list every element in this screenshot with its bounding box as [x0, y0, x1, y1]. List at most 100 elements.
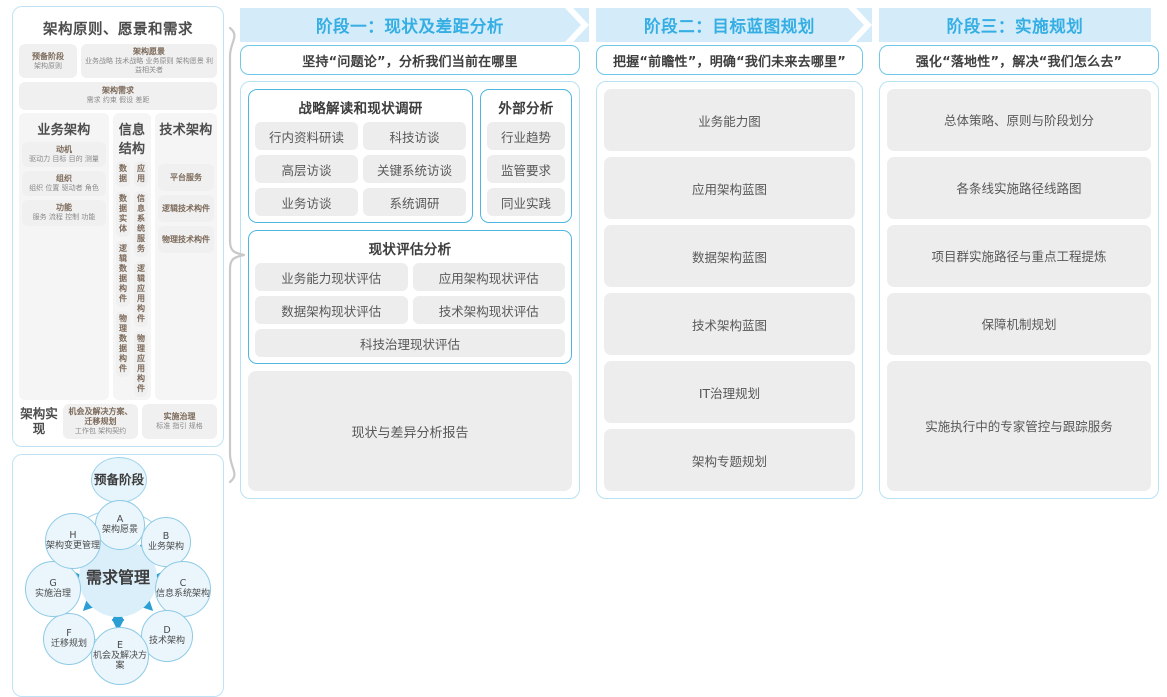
- togaf-bottom-label: 架构实现: [20, 406, 58, 436]
- chip[interactable]: 监管要求: [487, 155, 565, 183]
- phase-3-body: 总体策略、原则与阶段划分 各条线实施路径线路图 项目群实施路径与重点工程提炼 保…: [879, 81, 1159, 499]
- phase-1-report[interactable]: 现状与差异分析报告: [248, 371, 572, 491]
- list-item[interactable]: 数据架构蓝图: [604, 225, 855, 287]
- node-label: 业务架构: [147, 542, 184, 553]
- cell-head: 数据实体: [119, 194, 127, 234]
- cell-head: 组织: [56, 174, 72, 184]
- togaf-title: 架构原则、愿景和需求: [43, 22, 193, 38]
- chip[interactable]: 关键系统访谈: [363, 155, 466, 183]
- adm-node-f[interactable]: F 迁移规划: [43, 613, 95, 666]
- list-item[interactable]: 应用架构蓝图: [604, 157, 855, 219]
- chip[interactable]: 技术架构现状评估: [412, 296, 565, 324]
- adm-node-c[interactable]: C 信息系统架构: [155, 561, 211, 618]
- togaf-cell: 信息系统服务: [134, 191, 148, 258]
- phase-1-header-wrap: 阶段一：现状及差距分析: [240, 0, 595, 42]
- list-item[interactable]: 业务能力图: [604, 89, 855, 151]
- node-label: 技术架构: [148, 636, 185, 647]
- phase-1-row-top: 战略解读和现状调研 行内资料研读 科技访谈 高层访谈 关键系统访谈 业务访谈 系…: [248, 89, 572, 223]
- phase-1-chevron-icon: [565, 8, 595, 42]
- node-label: 需求管理: [85, 567, 150, 587]
- phase-2-header[interactable]: 阶段二：目标蓝图规划: [596, 8, 863, 42]
- cell-sub: 服务 流程 控制 功能: [32, 213, 96, 222]
- phase-2-header-wrap: 阶段二：目标蓝图规划: [596, 0, 878, 42]
- node-label: 预备阶段: [93, 472, 144, 488]
- cell-head: 预备阶段: [32, 51, 64, 61]
- card-strategy-chips: 行内资料研读 科技访谈 高层访谈 关键系统访谈 业务访谈 系统调研: [255, 122, 466, 216]
- chip[interactable]: 行内资料研读: [255, 122, 358, 150]
- list-item[interactable]: 各条线实施路径线路图: [887, 156, 1151, 219]
- togaf-cell: 数据: [116, 161, 130, 188]
- card-external-chips: 行业趋势 监管要求 同业实践: [487, 122, 565, 216]
- chip[interactable]: 业务能力现状评估: [255, 263, 408, 291]
- node-label: 架构变更管理: [46, 541, 101, 552]
- adm-node-h[interactable]: H 架构变更管理: [45, 513, 101, 570]
- diagram-root: 架构原则、愿景和需求 预备阶段 架构原则 架构愿景 业务战略 技术战略 业务原则…: [12, 0, 1159, 697]
- node-label: 实施治理: [34, 589, 71, 600]
- external-analysis-wrap: 外部分析 行业趋势 监管要求 同业实践: [480, 89, 572, 223]
- node-key: G: [49, 578, 57, 590]
- chip[interactable]: 同业实践: [487, 188, 565, 216]
- cell-sub: 架构原则: [34, 61, 62, 70]
- cell-head: 逻辑技术构件: [162, 203, 210, 213]
- list-item[interactable]: 架构专题规划: [604, 429, 855, 491]
- cell-head: 逻辑数据构件: [119, 244, 127, 304]
- togaf-cell-vision: 架构愿景 业务战略 技术战略 业务原则 架构愿景 利益相关者: [81, 44, 217, 79]
- list-item[interactable]: 总体策略、原则与阶段划分: [887, 89, 1151, 151]
- phase-3-header-label: 阶段三：实施规划: [946, 17, 1084, 36]
- togaf-cell: 物理数据构件: [116, 311, 130, 378]
- list-item[interactable]: 实施执行中的专家管控与跟踪服务: [887, 360, 1151, 491]
- cell-head: 实施治理: [163, 412, 196, 422]
- chip[interactable]: 业务访谈: [255, 188, 358, 216]
- phase-1-header-label: 阶段一：现状及差距分析: [315, 17, 505, 36]
- node-key: H: [69, 530, 77, 542]
- adm-node-g[interactable]: G 实施治理: [25, 561, 81, 618]
- chip[interactable]: 科技访谈: [363, 122, 466, 150]
- col-head: 技术架构: [159, 123, 213, 139]
- card-title: 战略解读和现状调研: [298, 101, 423, 117]
- strategy-research-wrap: 战略解读和现状调研 行内资料研读 科技访谈 高层访谈 关键系统访谈 业务访谈 系…: [248, 89, 473, 223]
- chip[interactable]: 应用架构现状评估: [412, 263, 565, 291]
- togaf-cell: 物理应用构件: [134, 331, 148, 398]
- togaf-bottom-row: 架构实现 机会及解决方案、迁移规划 工作包 架构契约 实施治理 标准 指引 规格: [19, 404, 217, 440]
- phase-1-header[interactable]: 阶段一：现状及差距分析: [240, 8, 580, 42]
- list-item[interactable]: 项目群实施路径与重点工程提炼: [887, 224, 1151, 287]
- card-current-state-assessment: 现状评估分析 业务能力现状评估 应用架构现状评估 数据架构现状评估 技术架构现状…: [248, 230, 572, 364]
- node-label: 信息系统架构: [156, 589, 211, 600]
- brace-connector-icon: [228, 26, 246, 484]
- adm-cycle-panel: 预备阶段 需求管理 A 架构愿景 B 业务架构 C 信息系统架构 D 技术架构: [12, 454, 224, 697]
- togaf-cell: 动机 驱动力 目标 目的 测量: [22, 142, 106, 168]
- node-key: A: [116, 514, 124, 526]
- adm-node-e[interactable]: E 机会及解决方案: [91, 627, 149, 686]
- togaf-cell: 平台服务: [158, 164, 214, 192]
- card-strategy-research: 战略解读和现状调研 行内资料研读 科技访谈 高层访谈 关键系统访谈 业务访谈 系…: [248, 89, 473, 223]
- phase-2-subtitle: 把握“前瞻性”，明确“我们未来去哪里”: [596, 45, 863, 75]
- togaf-cell: 物理技术构件: [158, 226, 214, 254]
- chip[interactable]: 行业趋势: [487, 122, 565, 150]
- list-item[interactable]: 技术架构蓝图: [604, 293, 855, 355]
- cell-head: 物理技术构件: [162, 234, 210, 244]
- node-key: C: [179, 578, 187, 590]
- phase-3-subtitle: 强化“落地性”，解决“我们怎么去”: [879, 45, 1159, 75]
- phase-2: 阶段二：目标蓝图规划 把握“前瞻性”，明确“我们未来去哪里” 业务能力图 应用架…: [588, 0, 878, 499]
- list-item[interactable]: 保障机制规划: [887, 292, 1151, 355]
- cell-sub: 需求 约束 假设 差距: [86, 96, 150, 105]
- togaf-col-information: 信息结构 数据 数据实体 逻辑数据构件 物理数据构件 应用 信息系统服务 逻辑应…: [113, 113, 151, 401]
- adm-node-preparation[interactable]: 预备阶段: [91, 457, 147, 504]
- cell-head: 功能: [56, 203, 72, 213]
- cell-head: 架构愿景: [133, 47, 165, 56]
- card-external-analysis: 外部分析 行业趋势 监管要求 同业实践: [480, 89, 572, 223]
- chip[interactable]: 数据架构现状评估: [255, 296, 408, 324]
- chip[interactable]: 高层访谈: [255, 155, 358, 183]
- node-key: B: [162, 531, 170, 543]
- chip[interactable]: 科技治理现状评估: [255, 329, 565, 357]
- phase-1-body: 战略解读和现状调研 行内资料研读 科技访谈 高层访谈 关键系统访谈 业务访谈 系…: [240, 81, 580, 499]
- list-item[interactable]: IT治理规划: [604, 361, 855, 423]
- cell-head: 信息系统服务: [137, 194, 145, 254]
- cell-head: 应用: [137, 164, 145, 184]
- cell-sub: 业务战略 技术战略 业务原则 架构愿景 利益相关者: [85, 57, 213, 75]
- col-head: 业务架构: [37, 123, 91, 139]
- togaf-middle-row: 业务架构 动机 驱动力 目标 目的 测量 组织 组织 位置 驱动者 角色 功能: [19, 113, 217, 401]
- togaf-cell-requirements: 架构需求 需求 约束 假设 差距: [19, 82, 217, 111]
- phase-3-header[interactable]: 阶段三：实施规划: [879, 8, 1151, 42]
- chip[interactable]: 系统调研: [363, 188, 466, 216]
